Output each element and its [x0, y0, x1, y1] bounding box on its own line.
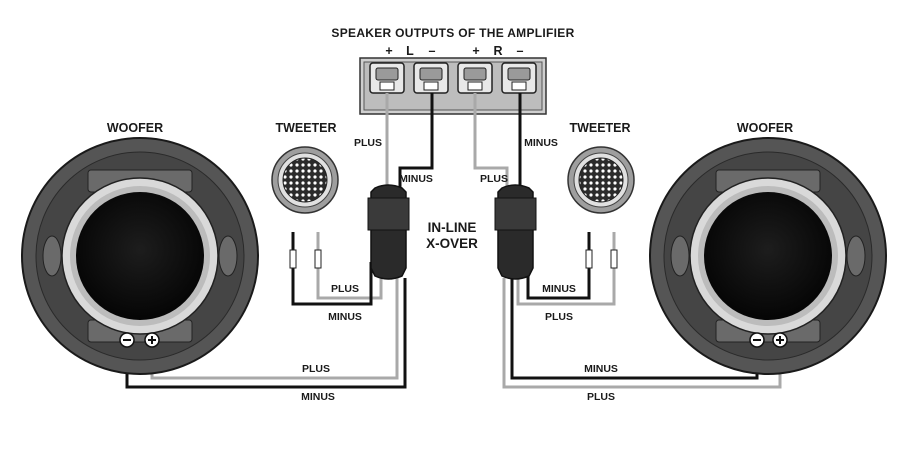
terminal-screw: [413, 62, 449, 94]
wire-right-tweeter-minus: [526, 252, 591, 300]
wire-label-left-amp-plus: PLUS: [354, 137, 382, 149]
crossover-label-line2: X-OVER: [426, 236, 478, 251]
wire-label-left-woofer-minus: MINUS: [301, 391, 335, 403]
diagram-title: SPEAKER OUTPUTS OF THE AMPLIFIER: [331, 26, 574, 40]
wire-label-right-amp-plus: PLUS: [480, 173, 508, 185]
wire-label-right-tweeter-plus: PLUS: [545, 311, 573, 323]
wire-label-left-tweeter-plus: PLUS: [331, 283, 359, 295]
woofer-right: [649, 137, 887, 375]
terminal-right-minus-symbol: –: [517, 44, 524, 58]
tweeter-right-label: TWEETER: [569, 121, 630, 135]
woofer-left: [21, 137, 259, 375]
woofer-right-label: WOOFER: [737, 121, 793, 135]
plus-terminal-icon: [144, 332, 160, 348]
plus-terminal-icon: [772, 332, 788, 348]
crossover-left: [367, 184, 410, 280]
wire-label-right-tweeter-minus: MINUS: [542, 283, 576, 295]
crossover-label-line1: IN-LINE: [428, 220, 477, 235]
wire-left-tweeter-plus: [316, 252, 383, 300]
terminal-left-channel-label: L: [406, 44, 414, 58]
wire-label-left-amp-minus: MINUS: [399, 173, 433, 185]
terminal-right-plus-symbol: +: [472, 44, 479, 58]
tweeter-connectors: [289, 249, 618, 269]
terminal-right-channel-label: R: [493, 44, 502, 58]
tweeter-left-label: TWEETER: [275, 121, 336, 135]
wire-label-right-woofer-minus: MINUS: [584, 363, 618, 375]
wire-left-tweeter-minus: [291, 252, 373, 306]
terminal-left-plus-symbol: +: [385, 44, 392, 58]
wire-left-amp-minus: [398, 93, 434, 190]
woofer-left-label: WOOFER: [107, 121, 163, 135]
terminal-symbols: + L – + R –: [385, 44, 523, 58]
terminal-screw: [501, 62, 537, 94]
wire-label-right-amp-minus: MINUS: [524, 137, 558, 149]
terminal-screw: [457, 62, 493, 94]
terminal-left-minus-symbol: –: [429, 44, 436, 58]
tweeter-left: [271, 146, 339, 214]
wire-label-left-tweeter-minus: MINUS: [328, 311, 362, 323]
wire-label-left-woofer-plus: PLUS: [302, 363, 330, 375]
minus-terminal-icon: [749, 332, 765, 348]
terminal-screw: [369, 62, 405, 94]
wire-label-right-woofer-plus: PLUS: [587, 391, 615, 403]
amplifier-terminal-block: [359, 57, 547, 115]
tweeter-right: [567, 146, 635, 214]
crossover-right: [494, 184, 537, 280]
minus-terminal-icon: [119, 332, 135, 348]
wire-right-tweeter-plus: [516, 252, 616, 306]
wire-right-amp-plus: [473, 93, 509, 190]
